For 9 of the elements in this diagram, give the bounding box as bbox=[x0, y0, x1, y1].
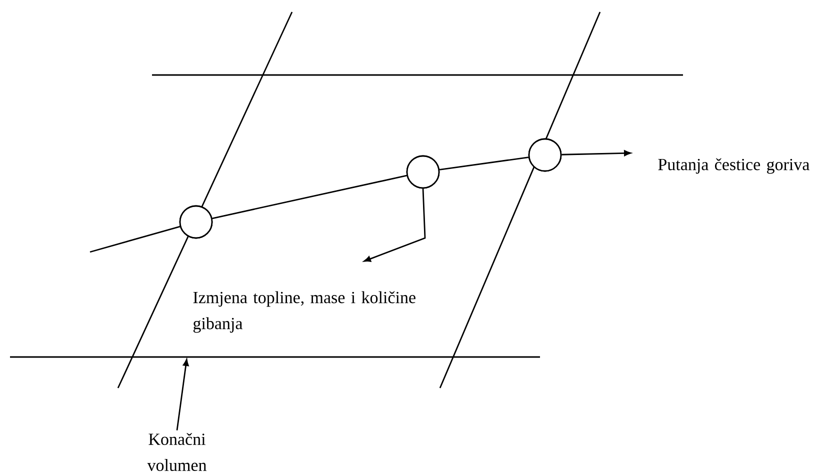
trajectory-line bbox=[212, 174, 407, 220]
label-text: Izmjena topline, mase i količine gibanja bbox=[193, 291, 416, 333]
trajectory-line bbox=[90, 226, 180, 253]
arrow bbox=[562, 150, 631, 156]
label-text: Konačni volumen bbox=[147, 433, 206, 471]
leader-line bbox=[364, 188, 426, 262]
arrow bbox=[176, 359, 189, 430]
trajectory-line bbox=[439, 156, 529, 170]
label-text: Putanja čestice goriva bbox=[658, 158, 810, 174]
